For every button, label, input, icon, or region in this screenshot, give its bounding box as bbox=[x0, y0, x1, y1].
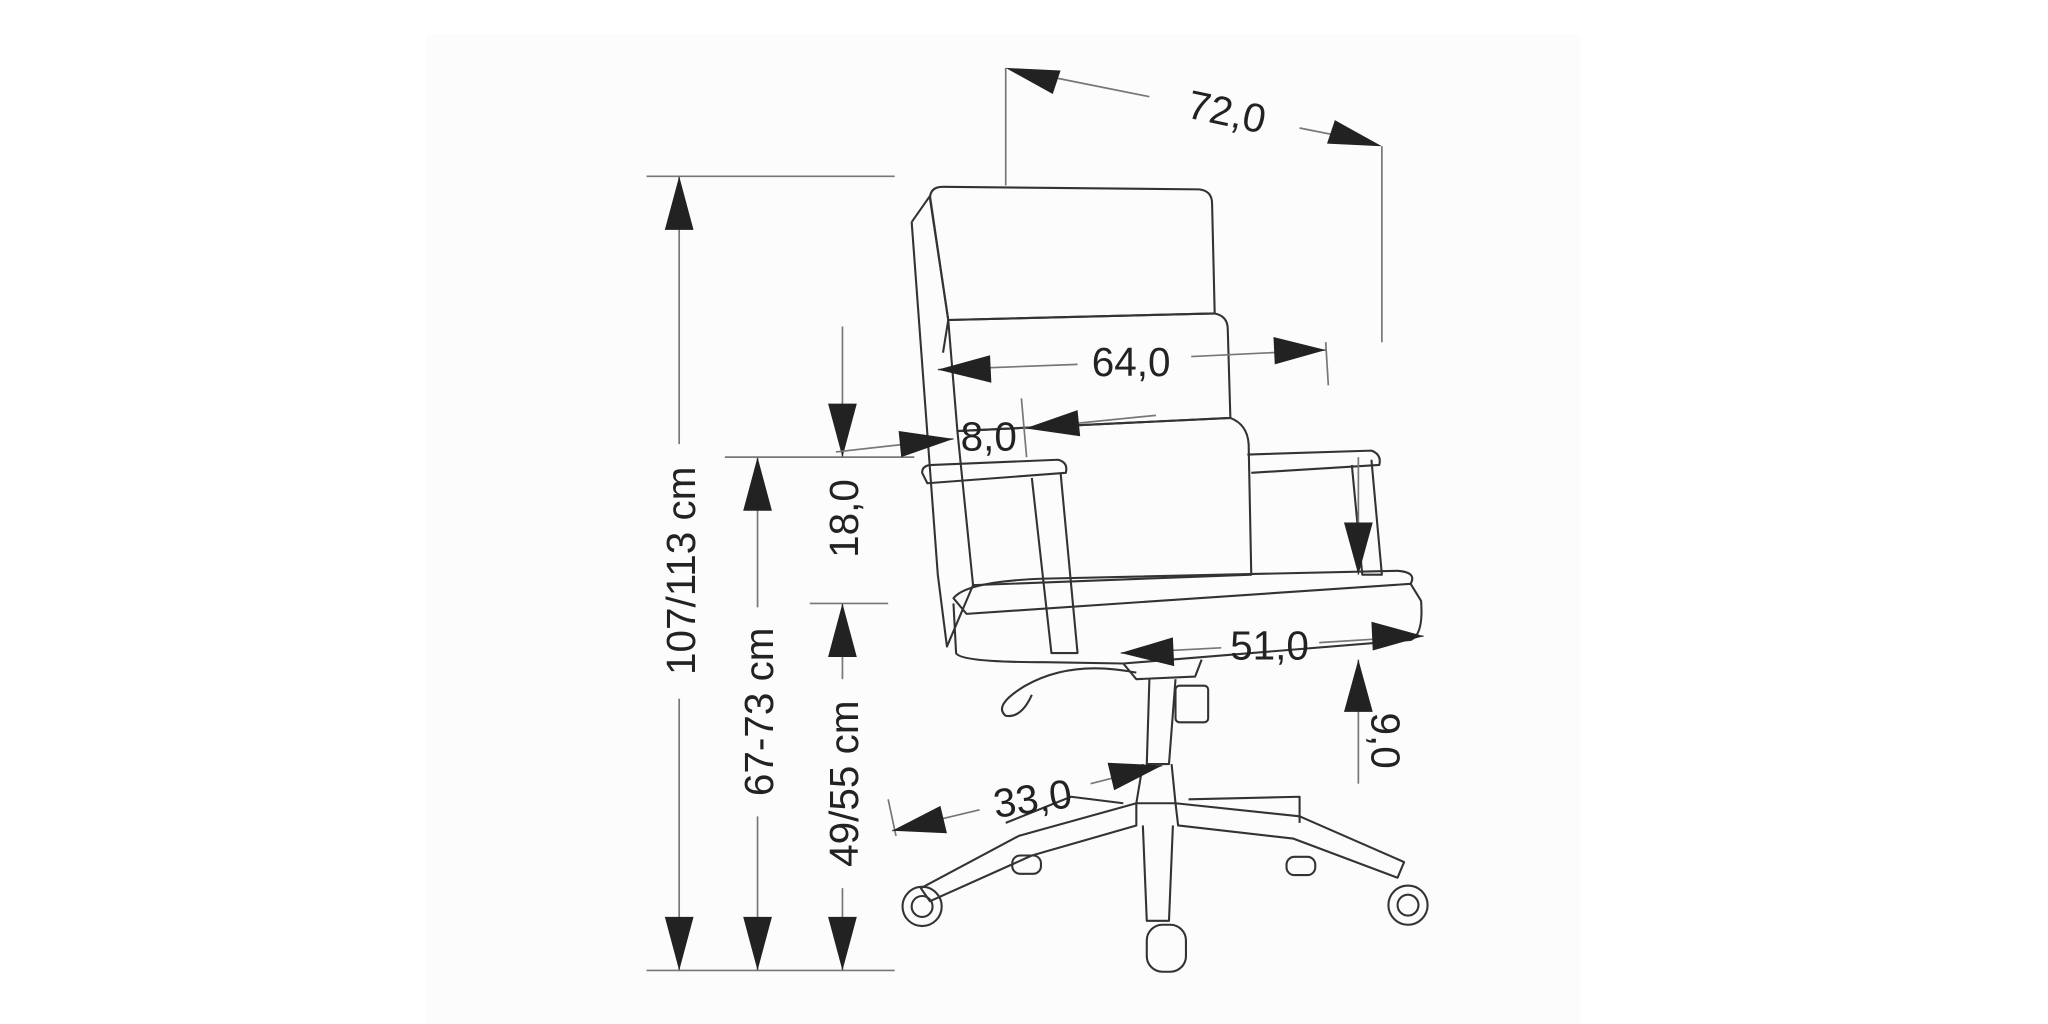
dimension-seat-thickness: 9,0 bbox=[1344, 457, 1408, 784]
dimension-seat-height: 49/55 cm bbox=[809, 602, 889, 971]
label-seat-height: 49/55 cm bbox=[821, 700, 867, 866]
dimension-armrest-height: 67-73 cm bbox=[724, 456, 915, 971]
label-width-total: 64,0 bbox=[1092, 339, 1171, 385]
label-seat-thickness: 9,0 bbox=[1362, 712, 1408, 768]
chair-drawing bbox=[901, 185, 1429, 973]
diagram-panel bbox=[427, 33, 1581, 1024]
label-seat-depth: 51,0 bbox=[1230, 623, 1309, 669]
dimension-width-total: 64,0 bbox=[937, 336, 1330, 386]
label-base-radius: 33,0 bbox=[990, 770, 1074, 827]
dimension-base-radius: 33,0 bbox=[887, 762, 1163, 837]
label-armrest-above-seat: 18,0 bbox=[821, 479, 867, 558]
dimension-height-total: 107/113 cm bbox=[646, 175, 895, 972]
label-height-total: 107/113 cm bbox=[658, 467, 704, 675]
label-armrest-height: 67-73 cm bbox=[736, 627, 782, 796]
dimension-armrest-width: 8,0 bbox=[835, 398, 1157, 460]
dimension-seat-depth: 51,0 bbox=[1120, 621, 1424, 669]
label-armrest-width: 8,0 bbox=[961, 414, 1017, 460]
dimension-armrest-above-seat: 18,0 bbox=[821, 326, 867, 558]
